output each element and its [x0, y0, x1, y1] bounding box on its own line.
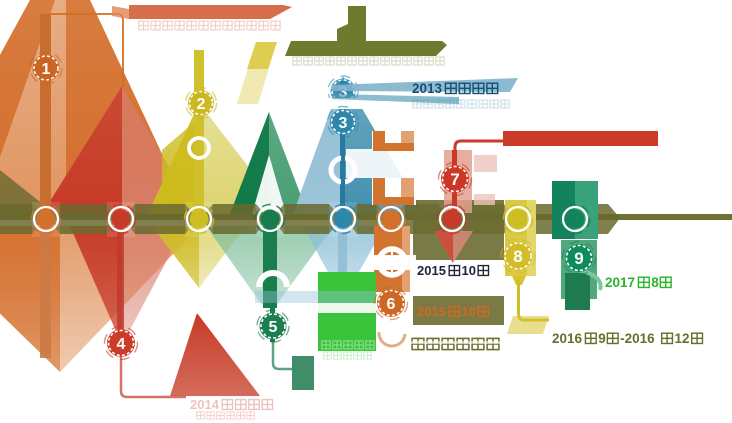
svg-text:10: 10	[462, 263, 476, 278]
svg-text:-2016: -2016	[620, 331, 655, 346]
svg-text:2014: 2014	[190, 397, 220, 412]
svg-text:3: 3	[339, 84, 348, 101]
svg-text:2016: 2016	[552, 331, 583, 346]
svg-text:2017: 2017	[605, 275, 635, 290]
svg-text:2015: 2015	[417, 263, 446, 278]
svg-text:6: 6	[387, 296, 396, 313]
svg-text:3: 3	[339, 115, 348, 132]
svg-text:9: 9	[598, 331, 606, 346]
svg-text:9: 9	[574, 249, 583, 268]
svg-text:2013: 2013	[412, 81, 443, 96]
svg-text:10: 10	[462, 304, 476, 319]
svg-text:7: 7	[450, 170, 459, 189]
svg-text:2015: 2015	[417, 304, 446, 319]
svg-text:12: 12	[674, 331, 689, 346]
svg-text:4: 4	[117, 336, 126, 353]
svg-text:8: 8	[651, 275, 659, 290]
svg-text:2: 2	[197, 96, 206, 113]
svg-text:8: 8	[513, 247, 522, 266]
svg-text:1: 1	[42, 61, 51, 78]
svg-text:5: 5	[269, 319, 278, 336]
